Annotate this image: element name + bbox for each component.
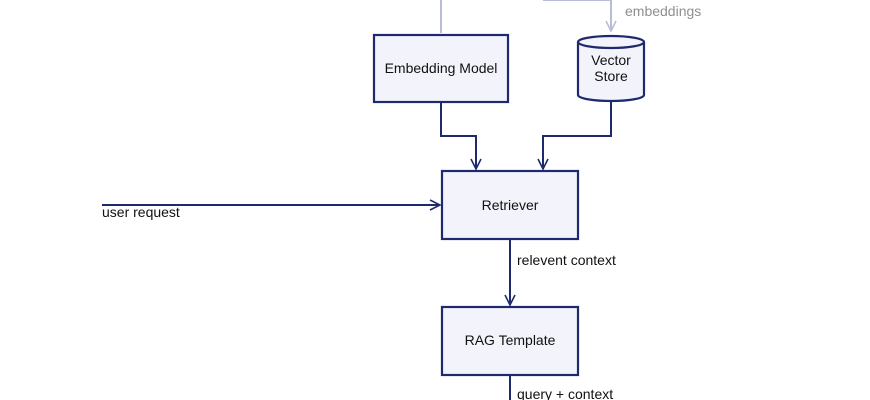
edge-embeddings-to-vector-store <box>543 0 611 31</box>
node-rag-template-label: RAG Template <box>465 332 556 348</box>
edge-label-user-request: user request <box>102 204 180 220</box>
node-rag-template: RAG Template <box>440 305 580 377</box>
node-embedding-model: Embedding Model <box>372 33 510 104</box>
node-retriever: Retriever <box>440 169 580 241</box>
edge-vector-store-to-retriever <box>543 102 612 169</box>
edge-label-embeddings: embeddings <box>625 3 701 19</box>
node-vector-store-label-line2: Store <box>594 68 628 84</box>
node-vector-store-label-line1: Vector <box>591 52 631 68</box>
node-retriever-label: Retriever <box>482 197 539 213</box>
edge-label-query-context: query + context <box>517 386 613 400</box>
edge-label-relevant-context: relevent context <box>517 252 616 268</box>
node-embedding-model-label: Embedding Model <box>385 60 498 76</box>
edge-embedding-model-to-retriever <box>440 102 476 169</box>
node-vector-store: Vector Store <box>576 34 646 103</box>
